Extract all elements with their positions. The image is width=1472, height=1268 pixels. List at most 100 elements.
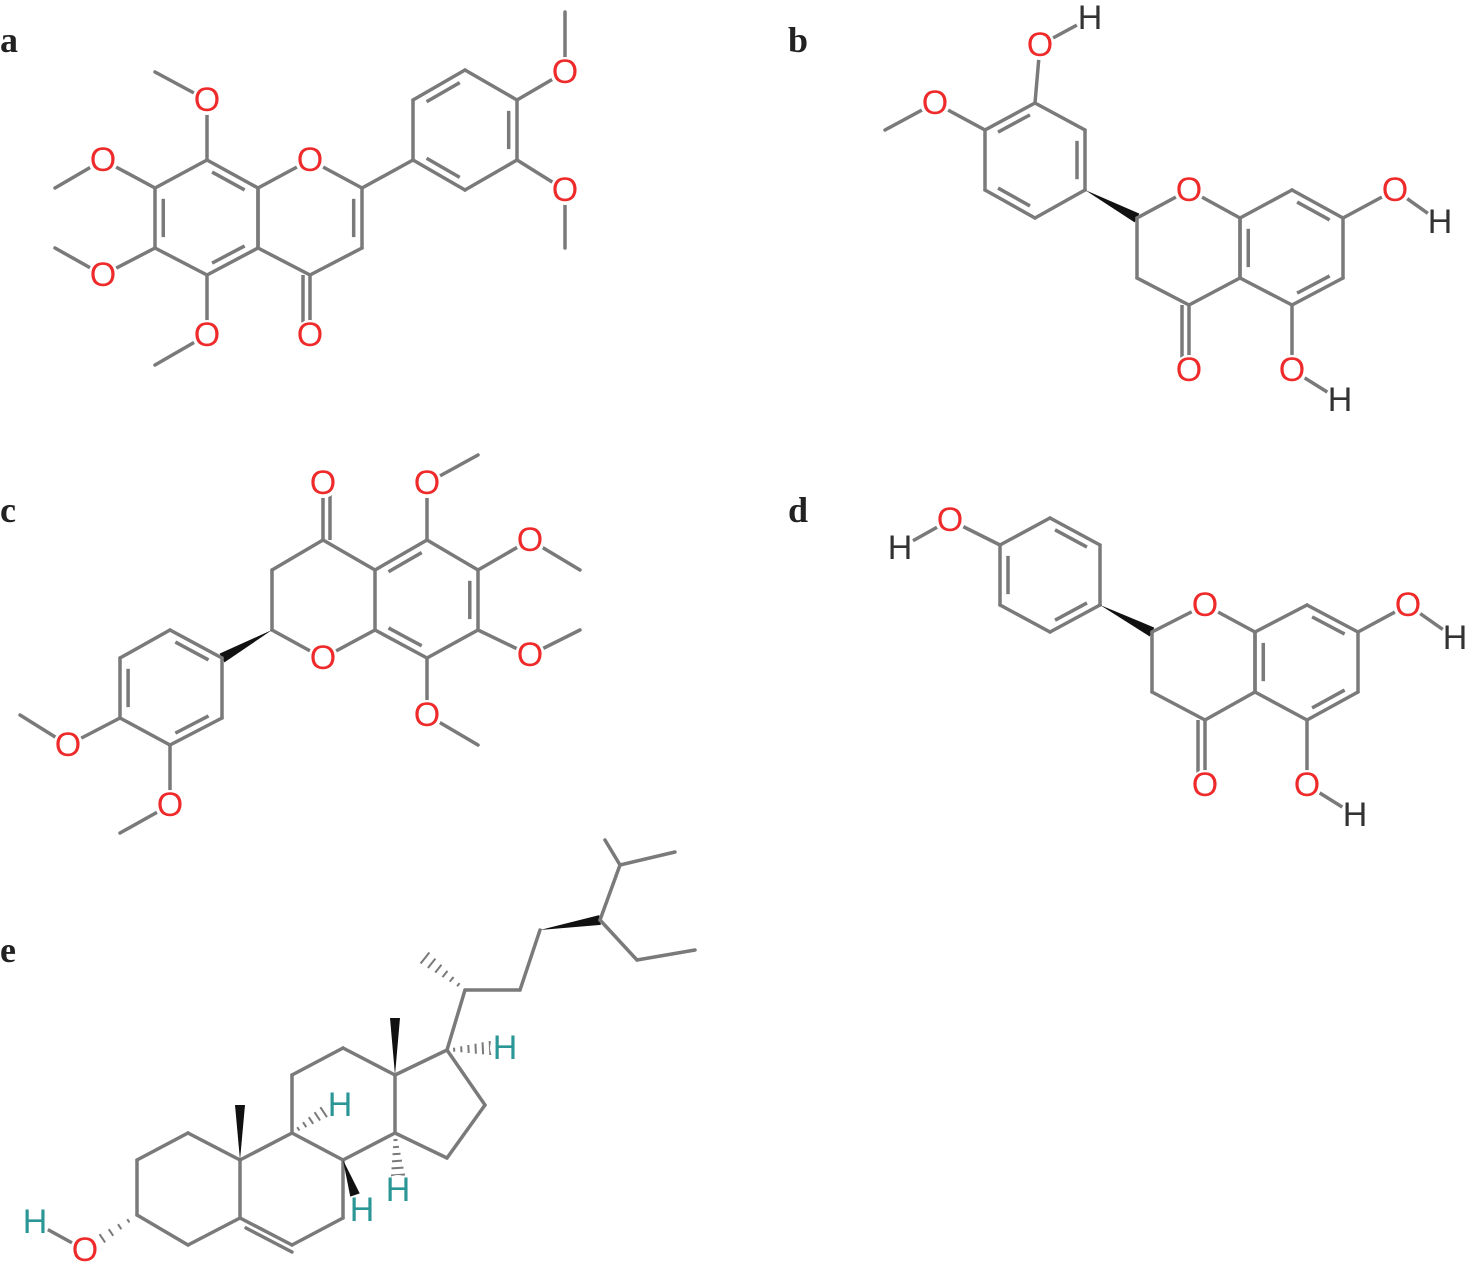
bond [983, 188, 1037, 220]
bond [205, 246, 260, 277]
atom-background [1025, 30, 1055, 60]
oxygen-atom-label: O [1192, 586, 1218, 624]
hydrogen-atom-label: H [1078, 0, 1103, 37]
hash-bond-segment [313, 1111, 321, 1122]
double-bond-line [387, 626, 423, 648]
wedge-bond [219, 630, 272, 663]
hash-bond-segment [302, 1121, 308, 1128]
atom-background [308, 643, 338, 673]
wedge-bond [390, 1018, 400, 1075]
hydrogen-atom-label: H [1443, 619, 1468, 657]
bond [118, 716, 172, 747]
hash-bond-segment [391, 1159, 403, 1163]
double-bond-line [1296, 200, 1331, 222]
bond [1150, 690, 1207, 722]
hydrogen-atom-label: H [1428, 203, 1453, 241]
bond [598, 863, 622, 922]
atom-background [1425, 207, 1455, 237]
atom-background [1277, 355, 1307, 385]
bond [290, 1216, 345, 1247]
panel-label-e: e [0, 930, 16, 970]
atom-background [192, 85, 222, 115]
hash-bond-segment [434, 964, 443, 974]
bond [1135, 276, 1191, 307]
atom-background [550, 57, 580, 87]
bond [341, 1046, 397, 1077]
bond [1253, 603, 1309, 634]
oxygen-atom-label: O [1382, 171, 1408, 209]
oxygen-atom-label: O [157, 786, 183, 824]
double-bond-line [211, 170, 246, 192]
atom-background [308, 468, 338, 498]
oxygen-atom-label: O [922, 84, 948, 122]
atom-background [1292, 770, 1322, 800]
bond [1305, 603, 1360, 634]
atom-background [920, 88, 950, 118]
bond [1238, 276, 1294, 307]
bond [425, 538, 480, 572]
bond [373, 538, 429, 572]
bond [998, 603, 1052, 634]
bond [393, 1048, 449, 1077]
oxygen-atom-label: O [1395, 586, 1421, 624]
bond [1290, 276, 1345, 307]
atom-background [295, 320, 325, 350]
double-bond-line [174, 640, 210, 662]
atom-background [515, 525, 545, 555]
atom-background [1325, 385, 1355, 415]
bond [238, 1131, 294, 1162]
double-bond-line [1054, 528, 1088, 549]
double-bond-line [174, 714, 210, 735]
double-bond-line [211, 244, 246, 265]
atom-background [347, 1195, 377, 1225]
panel-label-a: a [0, 20, 18, 60]
oxygen-atom-label: O [414, 464, 440, 502]
oxygen-atom-label: O [194, 81, 220, 119]
wedge-bond [1100, 605, 1155, 637]
atom-background [1380, 175, 1410, 205]
atom-background [1393, 590, 1423, 620]
oxygen-atom-label: O [1176, 171, 1202, 209]
oxygen-atom-label: O [310, 464, 336, 502]
oxygen-atom-label: O [297, 316, 323, 354]
hash-bond-segment [456, 982, 461, 987]
atom-background [88, 145, 118, 175]
atom-background [70, 1235, 100, 1265]
atom-background [325, 1090, 355, 1120]
panel-label-d: d [788, 490, 808, 530]
bond [635, 948, 697, 962]
bond [1253, 690, 1309, 722]
oxygen-atom-label: O [297, 141, 323, 179]
bond [290, 1046, 345, 1077]
atom-background [1340, 800, 1370, 830]
bond [463, 158, 519, 192]
bond [256, 246, 312, 277]
double-bond-line [387, 551, 423, 574]
oxygen-atom-label: O [1176, 351, 1202, 389]
hash-bond-segment [427, 958, 437, 969]
hash-bond-segment [481, 1042, 485, 1055]
wedge-bond [235, 1105, 245, 1160]
bond [308, 246, 364, 277]
bond [1048, 603, 1102, 634]
atom-background [1075, 3, 1105, 33]
bond [1290, 188, 1345, 220]
hash-bond-segment [392, 1152, 401, 1156]
bond [445, 1048, 487, 1107]
atom-background [412, 700, 442, 730]
bond [518, 928, 542, 992]
atom-background [1174, 175, 1204, 205]
bond [118, 628, 172, 660]
atom-background [88, 260, 118, 290]
oxygen-atom-label: O [552, 53, 578, 91]
double-bond-line [1054, 601, 1088, 622]
bond [983, 101, 1037, 132]
atom-background [550, 175, 580, 205]
double-bond-line [425, 156, 461, 179]
hydrogen-atom-label: H [888, 529, 913, 567]
bond [411, 158, 467, 192]
bond [1238, 188, 1294, 220]
